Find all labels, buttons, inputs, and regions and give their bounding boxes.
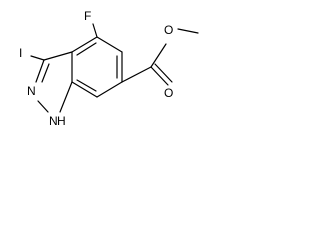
bond-carbonyl-c-o-double — [150, 66, 169, 86]
bond-c3a-c3 — [43, 51, 73, 61]
bond-c7-c7a — [71, 81, 98, 98]
atom-nitrogen-1: N — [49, 114, 58, 128]
atom-ester-oxygen: O — [164, 23, 173, 37]
atom-carbonyl-oxygen: O — [164, 86, 173, 100]
atom-nitrogen-2: N — [27, 84, 36, 98]
bond-c6-carbonyl-c — [121, 66, 152, 83]
bond-c4-c5 — [96, 36, 123, 53]
bond-c7-c7a-inner — [76, 79, 97, 92]
bond-carbonyl-c-o-single — [150, 43, 167, 68]
bond-layer — [30, 23, 199, 113]
bond-o-methyl — [177, 28, 199, 34]
bond-c3-n2 — [35, 59, 45, 83]
bond-c6-c7 — [96, 81, 123, 98]
bond-c3a-c4 — [71, 36, 98, 53]
atom-fluorine: F — [84, 9, 91, 23]
bond-c3-n2-inner — [41, 63, 50, 83]
bond-n1-c7a — [59, 81, 73, 113]
bond-carbonyl-c-o-double-inner — [154, 63, 173, 83]
atom-iodine: I — [19, 46, 22, 60]
atom-label-layer: F I N N H O O — [19, 9, 173, 128]
bond-c3a-c4-inner — [76, 42, 97, 56]
atom-hydrogen-nh: H — [57, 114, 66, 128]
bond-n2-n1 — [37, 100, 49, 113]
bond-c4-f — [92, 23, 98, 38]
chemical-structure: F I N N H O O — [19, 9, 199, 128]
bond-c3-i — [30, 55, 45, 61]
